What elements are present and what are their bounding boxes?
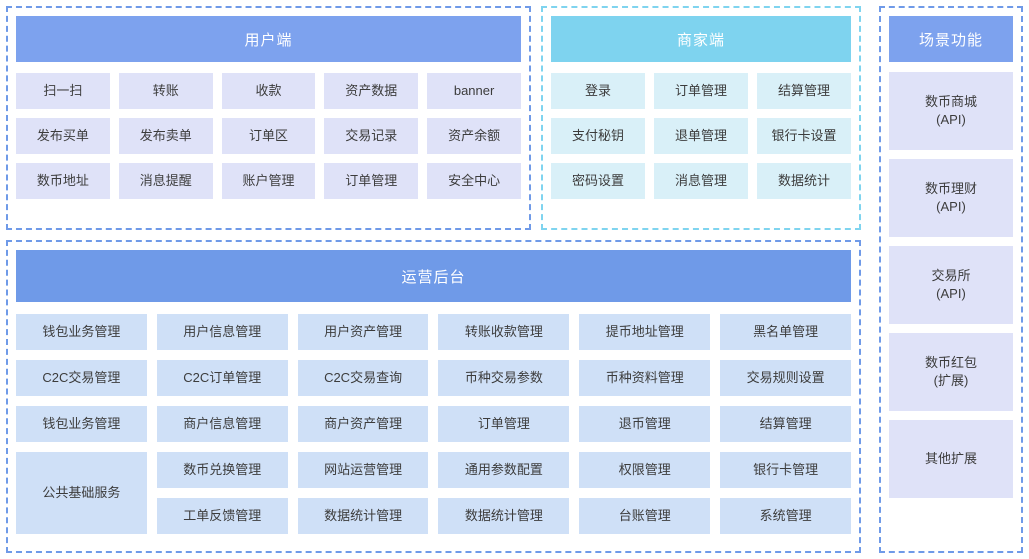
operations-backend-item-1[interactable]: 用户信息管理 [156, 314, 288, 350]
merchant-client-item-2[interactable]: 结算管理 [757, 73, 851, 109]
user-client-item-9[interactable]: 资产余额 [427, 118, 521, 154]
operations-backend-item-26[interactable]: 数据统计管理 [438, 498, 570, 534]
operations-backend-item-9[interactable]: 币种交易参数 [438, 360, 570, 396]
operations-backend-item-17[interactable]: 结算管理 [720, 406, 851, 442]
operations-backend-item-12[interactable]: 钱包业务管理 [16, 406, 147, 442]
scenario-functions-item-1[interactable]: 数币理财 (API) [889, 159, 1013, 237]
operations-backend-item-11[interactable]: 交易规则设置 [720, 360, 851, 396]
operations-backend-header: 运营后台 [16, 250, 851, 302]
operations-backend-item-8[interactable]: C2C交易查询 [297, 360, 429, 396]
merchant-client-item-3[interactable]: 支付秘钥 [551, 118, 645, 154]
operations-backend-item-0[interactable]: 钱包业务管理 [16, 314, 147, 350]
merchant-client-item-6[interactable]: 密码设置 [551, 163, 645, 199]
operations-backend-panel: 运营后台 钱包业务管理用户信息管理用户资产管理转账收款管理提币地址管理黑名单管理… [6, 240, 861, 553]
user-client-item-13[interactable]: 订单管理 [324, 163, 419, 199]
operations-backend-item-19[interactable]: 数币兑换管理 [156, 452, 288, 488]
user-client-item-7[interactable]: 订单区 [221, 118, 316, 154]
operations-backend-item-23[interactable]: 银行卡管理 [720, 452, 851, 488]
operations-backend-item-10[interactable]: 币种资料管理 [579, 360, 711, 396]
operations-backend-item-13[interactable]: 商户信息管理 [156, 406, 288, 442]
scenario-functions-list: 数币商城 (API) 数币理财 (API) 交易所 (API) 数币红包 (扩展) 其他… [889, 72, 1013, 498]
scenario-functions-item-4[interactable]: 其他扩展 [889, 420, 1013, 498]
user-client-item-14[interactable]: 安全中心 [427, 163, 521, 199]
operations-backend-item-6[interactable]: C2C交易管理 [16, 360, 147, 396]
operations-backend-item-28[interactable]: 系统管理 [720, 498, 851, 534]
user-client-item-1[interactable]: 转账 [118, 73, 213, 109]
operations-backend-item-21[interactable]: 通用参数配置 [438, 452, 570, 488]
operations-backend-item-4[interactable]: 提币地址管理 [579, 314, 711, 350]
merchant-client-item-5[interactable]: 银行卡设置 [757, 118, 851, 154]
operations-backend-item-2[interactable]: 用户资产管理 [297, 314, 429, 350]
scenario-functions-item-0[interactable]: 数币商城 (API) [889, 72, 1013, 150]
user-client-header: 用户端 [16, 16, 521, 62]
operations-backend-item-27[interactable]: 台账管理 [579, 498, 711, 534]
merchant-client-item-4[interactable]: 退单管理 [654, 118, 748, 154]
merchant-client-item-8[interactable]: 数据统计 [757, 163, 851, 199]
user-client-item-6[interactable]: 发布卖单 [118, 118, 213, 154]
user-client-item-8[interactable]: 交易记录 [324, 118, 419, 154]
merchant-client-item-1[interactable]: 订单管理 [654, 73, 748, 109]
merchant-client-item-7[interactable]: 消息管理 [654, 163, 748, 199]
user-client-item-4[interactable]: banner [427, 73, 521, 109]
operations-backend-item-25[interactable]: 数据统计管理 [297, 498, 429, 534]
operations-backend-item-16[interactable]: 退币管理 [579, 406, 711, 442]
operations-backend-item-5[interactable]: 黑名单管理 [720, 314, 851, 350]
scenario-functions-header: 场景功能 [889, 16, 1013, 62]
merchant-client-panel: 商家端 登录订单管理结算管理支付秘钥退单管理银行卡设置密码设置消息管理数据统计 [541, 6, 861, 230]
operations-backend-item-3[interactable]: 转账收款管理 [438, 314, 570, 350]
user-client-item-3[interactable]: 资产数据 [324, 73, 419, 109]
operations-backend-item-20[interactable]: 网站运营管理 [297, 452, 429, 488]
user-client-item-0[interactable]: 扫一扫 [16, 73, 110, 109]
user-client-item-5[interactable]: 发布买单 [16, 118, 110, 154]
scenario-functions-item-2[interactable]: 交易所 (API) [889, 246, 1013, 324]
user-client-item-12[interactable]: 账户管理 [221, 163, 316, 199]
scenario-functions-item-3[interactable]: 数币红包 (扩展) [889, 333, 1013, 411]
scenario-functions-panel: 场景功能 数币商城 (API) 数币理财 (API) 交易所 (API) 数币红包 (… [879, 6, 1023, 553]
operations-backend-item-18[interactable]: 公共基础服务 [16, 452, 147, 534]
operations-backend-item-22[interactable]: 权限管理 [579, 452, 711, 488]
merchant-client-header: 商家端 [551, 16, 851, 62]
user-client-item-2[interactable]: 收款 [221, 73, 316, 109]
operations-backend-item-14[interactable]: 商户资产管理 [297, 406, 429, 442]
merchant-client-grid: 登录订单管理结算管理支付秘钥退单管理银行卡设置密码设置消息管理数据统计 [551, 73, 851, 199]
user-client-item-10[interactable]: 数币地址 [16, 163, 110, 199]
user-client-item-11[interactable]: 消息提醒 [118, 163, 213, 199]
operations-backend-item-7[interactable]: C2C订单管理 [156, 360, 288, 396]
operations-backend-item-15[interactable]: 订单管理 [438, 406, 570, 442]
merchant-client-item-0[interactable]: 登录 [551, 73, 645, 109]
operations-backend-item-24[interactable]: 工单反馈管理 [156, 498, 288, 534]
